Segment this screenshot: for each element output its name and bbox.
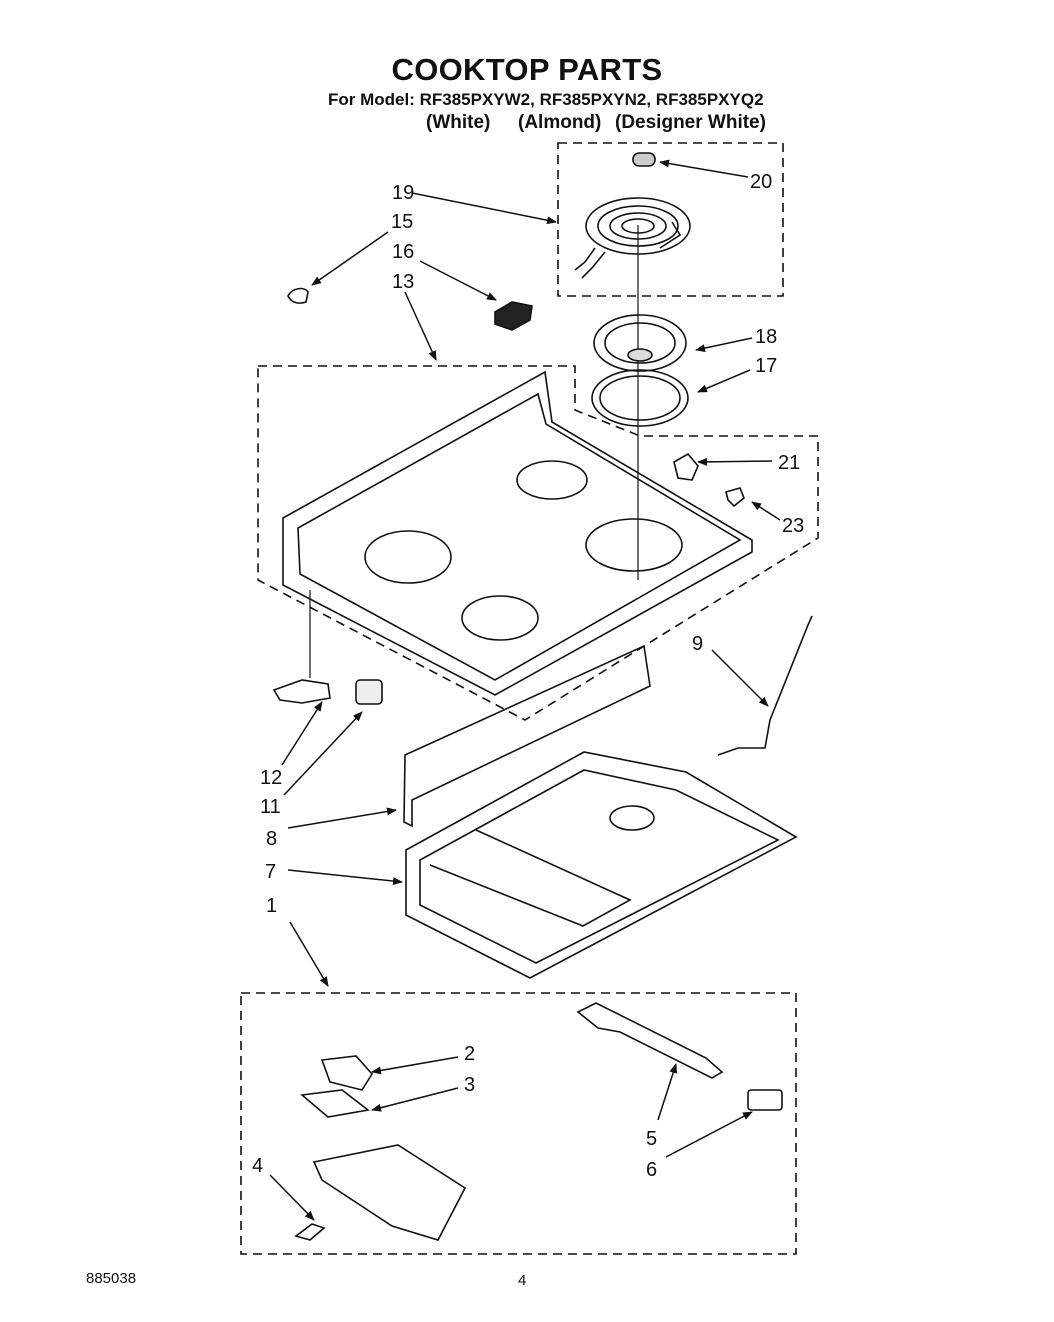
infinite-switch: [320, 1055, 373, 1091]
part-label-6: 6: [646, 1159, 657, 1181]
screw: [725, 487, 745, 508]
part-label-17: 17: [755, 355, 777, 377]
callout-arrows: [269, 159, 781, 1221]
model-line: For Model: RF385PXYW2, RF385PXYN2, RF385…: [328, 90, 764, 109]
cooktop-group-outline: [257, 365, 819, 721]
part-label-13: 13: [392, 271, 414, 293]
control-parts-group-box: [240, 992, 797, 1255]
knob-body: [355, 679, 383, 705]
burner-box: [405, 751, 798, 979]
part-label-9: 9: [692, 633, 703, 655]
part-label-4: 4: [252, 1155, 263, 1177]
wire-clip: [287, 287, 309, 304]
surface-element-group-box: [557, 142, 784, 297]
part-label-11: 11: [260, 796, 281, 818]
drip-bowl: [593, 314, 687, 372]
cooktop-main-top: [282, 370, 753, 696]
bracket-bar: [576, 1002, 724, 1079]
variant-almond: (Almond): [518, 112, 602, 133]
terminal-block: [494, 301, 533, 331]
part-label-20: 20: [750, 171, 772, 193]
surface-element-coil: [574, 197, 691, 279]
front-manifold-panel: [403, 644, 651, 828]
part-label-1: 1: [266, 895, 277, 917]
part-label-16: 16: [392, 241, 414, 263]
part-label-5: 5: [646, 1128, 657, 1150]
page-title: COOKTOP PARTS: [391, 52, 663, 87]
control-bracket-assembly: [312, 1144, 467, 1241]
harness-connector: [272, 679, 331, 704]
variant-white: (White): [426, 112, 491, 133]
part-label-8: 8: [266, 828, 277, 850]
part-label-21b: 21: [778, 452, 800, 474]
element-cap: [632, 152, 656, 167]
part-label-12: 12: [260, 767, 282, 789]
part-label-3: 3: [464, 1074, 475, 1096]
page-number: 4: [518, 1272, 527, 1289]
part-number-labels: 19 15 16 13 20 18 17 21 21 23 9 12 11 8 …: [252, 171, 804, 1181]
trim-ring: [591, 369, 689, 427]
document-number: 885038: [86, 1270, 137, 1287]
switch-plate: [300, 1089, 370, 1118]
part-label-18: 18: [755, 326, 777, 348]
part-label-23: 23: [782, 515, 804, 537]
element-receptacle-clip: [673, 452, 699, 481]
part-label-15: 15: [391, 211, 413, 233]
part-label-7: 7: [265, 861, 276, 883]
clip-small: [294, 1223, 326, 1241]
wiring-harness-rod: [717, 615, 813, 756]
part-label-2: 2: [464, 1043, 475, 1065]
part-label-19: 19: [392, 182, 414, 204]
control-knob-bracket: [747, 1089, 783, 1111]
variant-designer-white: (Designer White): [615, 112, 766, 133]
